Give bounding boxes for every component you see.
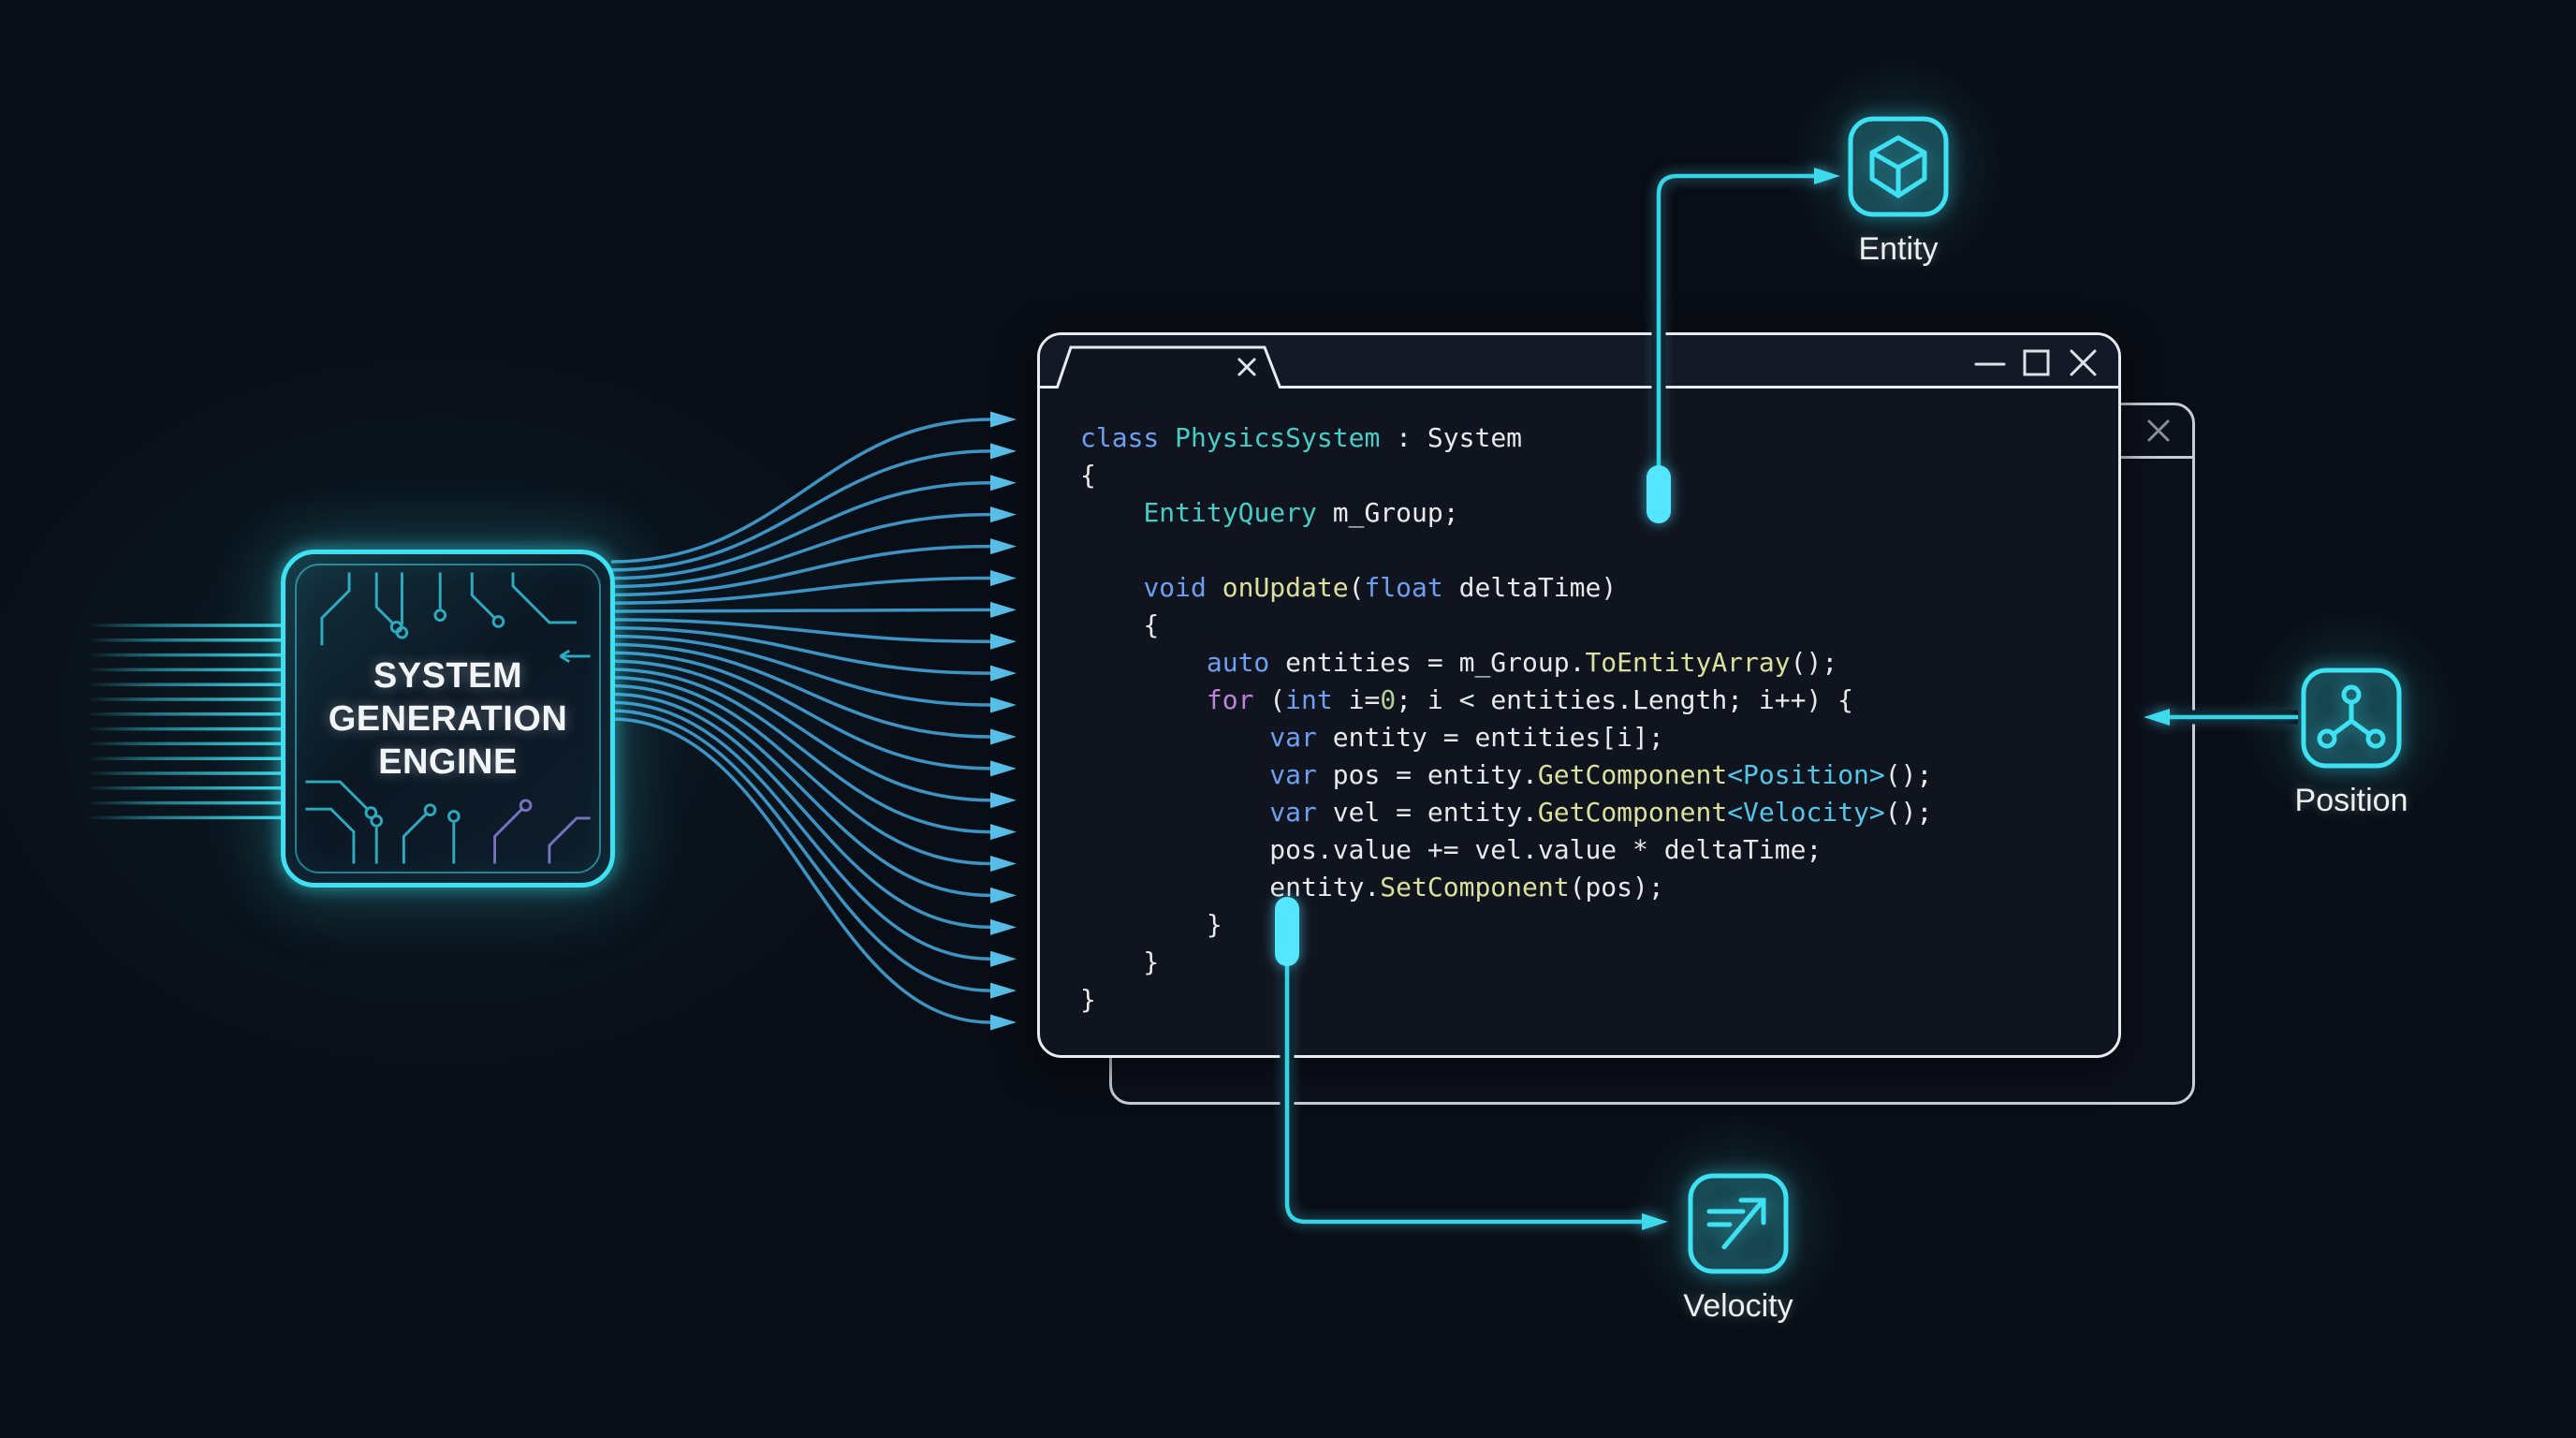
position-node: Position (2230, 596, 2473, 840)
code-line: var vel = entity.GetComponent<Velocity>(… (1269, 797, 1933, 828)
system-generation-engine-chip: SYSTEM GENERATION ENGINE (281, 550, 615, 888)
code-block: class PhysicsSystem : System { EntityQuer… (1080, 419, 1932, 1019)
code-line: { (1080, 460, 1096, 491)
chip-title-line: GENERATION (328, 698, 568, 739)
maximize-button[interactable] (2023, 349, 2050, 376)
code-window: class PhysicsSystem : System { EntityQuer… (1037, 332, 2121, 1058)
code-line: auto entities = m_Group.ToEntityArray(); (1206, 647, 1838, 678)
code-line: { (1080, 609, 1160, 640)
chip-title-line: SYSTEM (373, 655, 523, 696)
circuit-traces (305, 572, 591, 864)
tab-close-icon[interactable] (1237, 358, 1256, 376)
code-line: var entity = entities[i]; (1269, 722, 1664, 753)
code-line: pos.value += vel.value * deltaTime; (1080, 834, 1822, 865)
close-button[interactable] (2070, 349, 2097, 376)
velocity-node: Velocity (1617, 1102, 1860, 1345)
system-flow-arrows (610, 411, 1017, 1031)
code-window-tab[interactable] (1054, 345, 1284, 389)
entity-node: Entity (1777, 45, 2020, 288)
cube-icon (1848, 116, 1949, 217)
code-line: } (1080, 984, 1096, 1015)
code-line: } (1080, 946, 1160, 977)
axes-icon (2301, 668, 2402, 769)
code-line: entity.SetComponent(pos); (1080, 872, 1664, 902)
motion-arrow-icon (1688, 1173, 1789, 1274)
close-icon (2147, 419, 2170, 442)
code-line: var pos = entity.GetComponent<Position>(… (1269, 759, 1933, 790)
velocity-label: Velocity (1683, 1288, 1793, 1324)
code-line: for (int i=0; i < entities.Length; i++) … (1206, 684, 1854, 715)
code-line (1080, 532, 1932, 569)
entity-label: Entity (1858, 231, 1939, 267)
window-controls (1974, 349, 2097, 376)
chip-title-line: ENGINE (378, 741, 518, 782)
chip-title: SYSTEM GENERATION ENGINE (285, 554, 610, 883)
chip-inner-border (295, 564, 601, 873)
chip-pins-left (89, 624, 281, 820)
code-line: EntityQuery m_Group; (1143, 497, 1459, 528)
background-window-close-button[interactable] (2145, 418, 2172, 444)
position-label: Position (2294, 783, 2408, 818)
code-line: class PhysicsSystem : System (1080, 422, 1523, 453)
code-line: void onUpdate(float deltaTime) (1143, 572, 1617, 603)
code-line: } (1080, 909, 1222, 940)
code-window-titlebar (1040, 335, 2118, 389)
